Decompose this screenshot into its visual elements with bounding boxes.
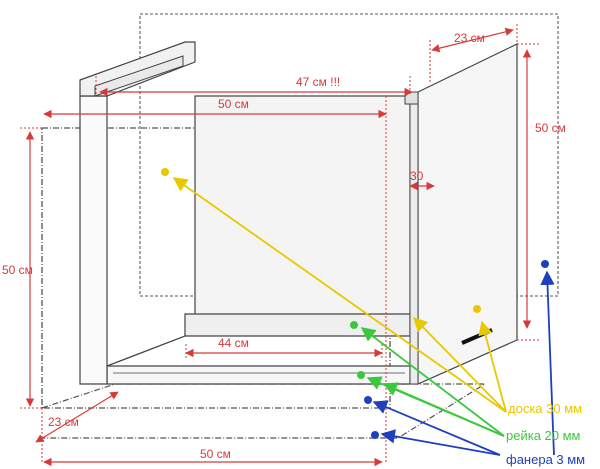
bottom-rail (184, 313, 411, 337)
board-dot (473, 305, 481, 313)
dim-bottom-width: 50 см (200, 447, 231, 461)
dim-inner-width: 47 см !!! (296, 75, 340, 89)
legend-board: доска 30 мм (508, 401, 582, 416)
dim-base-inner: 44 см (218, 336, 249, 350)
dim-thickness: 30 (410, 169, 424, 183)
back-panel (194, 95, 411, 329)
plywood-dot (371, 431, 379, 439)
board-callouts (172, 177, 507, 413)
plywood-dot (541, 260, 549, 268)
dim-outer-width: 50 см (218, 97, 249, 111)
dim-left-height: 50 см (2, 263, 33, 277)
bottom-plywood-outline (41, 383, 488, 439)
dim-right-height: 50 см (535, 121, 566, 135)
plywood-callouts (372, 270, 555, 456)
rail-dot (350, 321, 358, 329)
legend-plywood: фанера 3 мм (506, 452, 585, 467)
right-side-panel (417, 43, 518, 385)
dim-bottom-depth: 23 см (48, 415, 79, 429)
rail-dot (357, 371, 365, 379)
plywood-dot (364, 396, 372, 404)
legend-rail: рейка 20 мм (506, 428, 581, 443)
left-side-panel (79, 95, 108, 385)
rail-callouts (360, 327, 505, 437)
board-dot (161, 168, 169, 176)
dimension-lines (25, 27, 532, 467)
dim-top-depth: 23 см (454, 31, 485, 45)
